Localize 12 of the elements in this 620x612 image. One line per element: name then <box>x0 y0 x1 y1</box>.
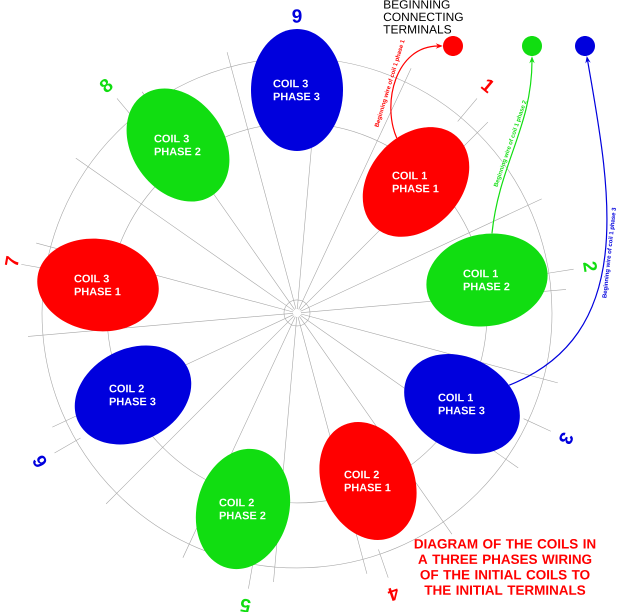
caption: DIAGRAM OF THE COILS IN A THREE PHASES WIRING OF THE INITIAL COILS TO THE INITIAL TERMINALS <box>414 539 596 595</box>
terminal-number: 8 <box>100 78 112 92</box>
terminal-number: 7 <box>4 256 18 266</box>
terminal-dot <box>443 36 463 56</box>
terminals-heading: BEGINNING CONNECTING TERMINALS <box>383 0 463 34</box>
terminal-number: 6 <box>33 456 46 467</box>
terminal-dot <box>575 36 595 56</box>
terminal-number: 2 <box>583 262 597 272</box>
terminal-number: 3 <box>559 432 573 444</box>
terminal-number: 1 <box>480 80 494 94</box>
terminal-number: 4 <box>388 588 398 602</box>
terminal-dot <box>522 36 542 56</box>
